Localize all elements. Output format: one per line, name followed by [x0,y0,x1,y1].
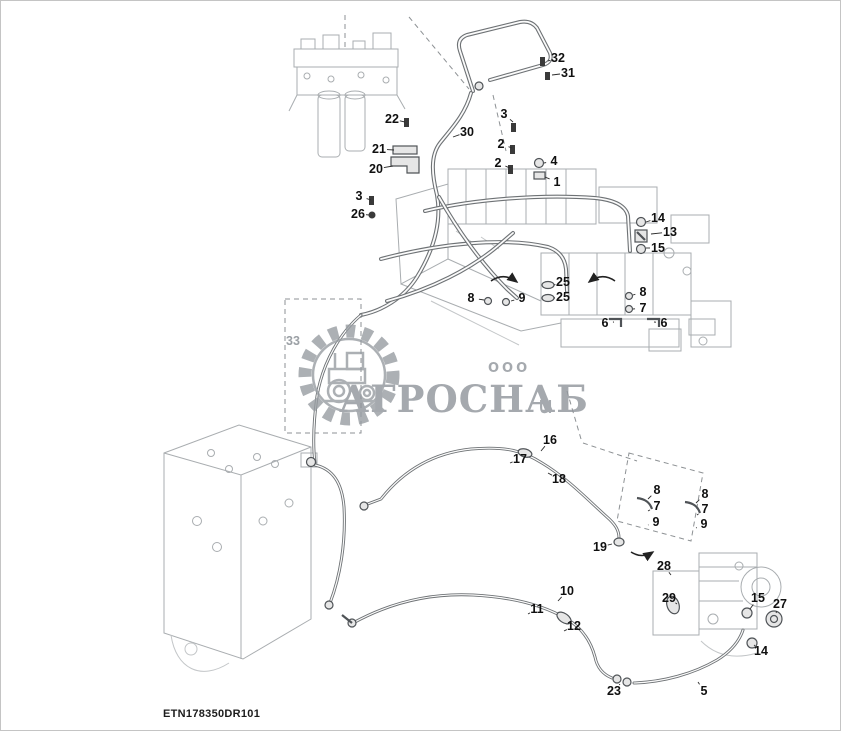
flow-arrows [490,272,655,562]
hydraulic-hoses [312,19,745,685]
callout-leader-lines [365,59,778,686]
machine-outline [163,32,782,672]
drawing-id-label: ETN178350DR101 [163,708,261,720]
dashed-boundaries [284,15,704,542]
fittings-and-bolts [305,57,783,687]
